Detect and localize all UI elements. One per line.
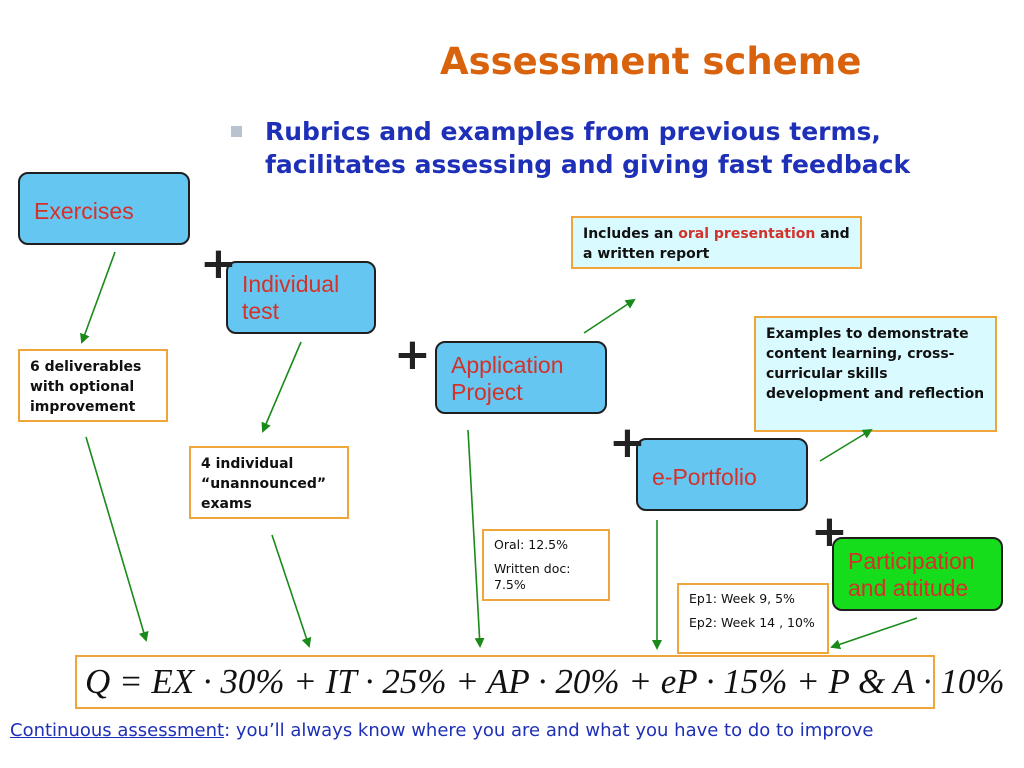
bullet-marker	[231, 126, 242, 137]
project-note-highlight: oral presentation	[678, 226, 816, 242]
plus-sign-2: +	[394, 329, 431, 380]
project-note-prefix: Includes an	[583, 226, 679, 242]
portfolio-weights-note: Ep1: Week 9, 5% Ep2: Week 14 , 10%	[677, 583, 829, 654]
exercises-label: Exercises	[34, 198, 134, 224]
arrow-exams-to-formula	[271, 534, 312, 648]
formula-text: Q = EX · 30% + IT · 25% + AP · 20% + eP …	[85, 662, 1005, 701]
footer-text: : you’ll always know where you are and w…	[224, 720, 874, 741]
plus-sign-3: +	[609, 417, 646, 468]
plus-sign-4: +	[811, 506, 848, 557]
participation-label: Participation and attitude	[848, 548, 975, 601]
bullet-text: Rubrics and examples from previous terms…	[265, 117, 911, 179]
exams-note: 4 individual “unannounced” exams	[189, 446, 349, 519]
plus-sign-1: +	[200, 238, 237, 289]
individual-test-label: Individual test	[242, 271, 340, 324]
project-note: Includes an oral presentation and a writ…	[571, 216, 862, 269]
arrow-deliverables-to-formula	[85, 436, 149, 642]
footer: Continuous assessment: you’ll always kno…	[10, 720, 1010, 741]
portfolio-note: Examples to demonstrate content learning…	[754, 316, 997, 432]
ep1-weight: Ep1: Week 9, 5%	[689, 591, 795, 606]
project-weights-note: Oral: 12.5% Written doc: 7.5%	[482, 529, 610, 601]
arrow-project-to-note	[583, 298, 636, 334]
grade-formula: Q = EX · 30% + IT · 25% + AP · 20% + eP …	[75, 655, 1005, 709]
oral-weight: Oral: 12.5%	[494, 537, 569, 552]
eportfolio-box: e-Portfolio	[636, 438, 808, 511]
participation-box: Participation and attitude	[832, 537, 1003, 611]
footer-link[interactable]: Continuous assessment	[10, 720, 225, 741]
deliverables-note: 6 deliverables with optional improvement	[18, 349, 168, 422]
ep2-weight: Ep2: Week 14 , 10%	[689, 615, 815, 630]
individual-test-box: Individual test	[226, 261, 376, 334]
arrow-project-to-formula	[467, 429, 485, 648]
project-note-suffix: and a written report	[583, 226, 850, 262]
arrow-test-to-exams	[261, 341, 302, 433]
exercises-box: Exercises	[18, 172, 190, 245]
application-project-box: Application Project	[435, 341, 607, 414]
arrow-exercises-to-deliverables	[80, 251, 116, 344]
written-weight: Written doc: 7.5%	[494, 561, 571, 592]
eportfolio-label: e-Portfolio	[652, 464, 757, 490]
page-title: Assessment scheme	[440, 40, 862, 83]
arrow-participation-to-note	[830, 617, 918, 650]
arrow-portfolio-to-note	[819, 428, 873, 462]
application-project-label: Application Project	[451, 352, 564, 405]
